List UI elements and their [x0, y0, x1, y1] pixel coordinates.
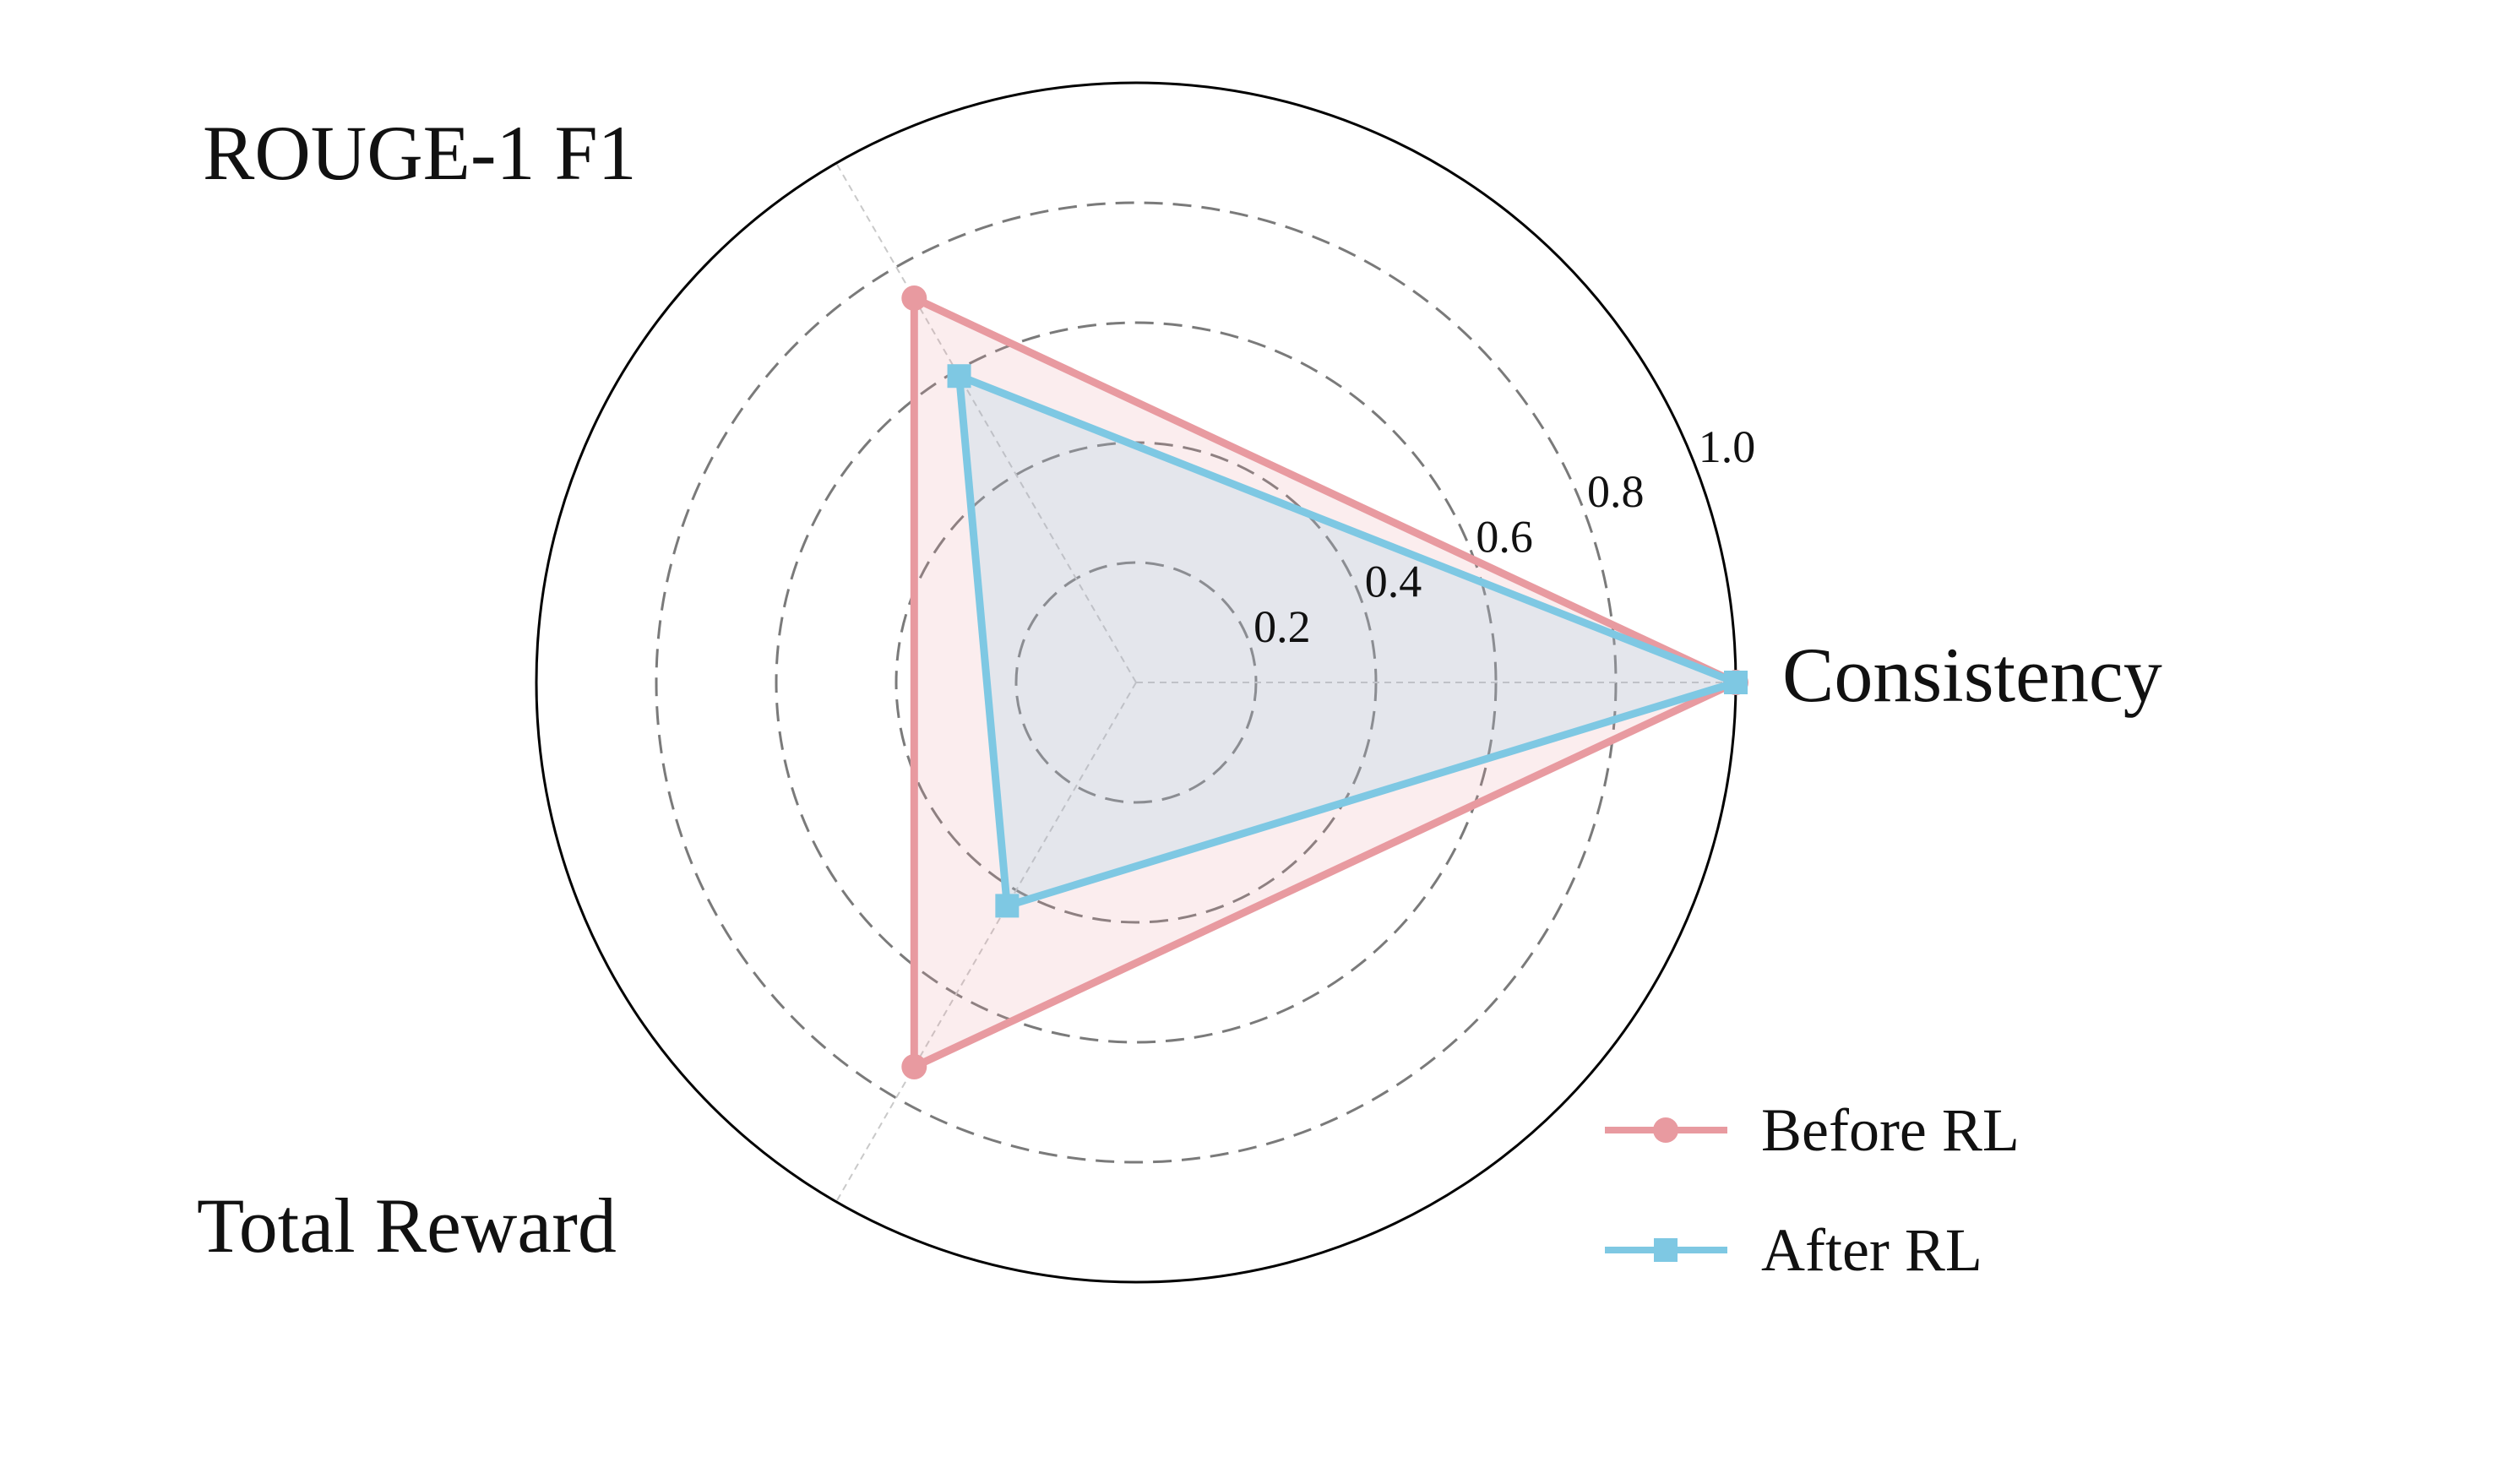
data-point-before-rl: [901, 1054, 927, 1080]
legend-marker-circle: [1653, 1117, 1678, 1143]
radial-tick-label: 0.2: [1253, 601, 1311, 652]
legend-marker-square: [1654, 1238, 1678, 1262]
series-line-before-rl: [910, 291, 1745, 1074]
legend: Before RL After RL: [1605, 1096, 2020, 1284]
radial-tick-label: 1.0: [1699, 421, 1756, 472]
spoke-line: [835, 162, 1137, 683]
axis-label-rouge-1-f1: ROUGE-1 F1: [203, 110, 637, 196]
legend-item-before-rl: Before RL: [1605, 1096, 2020, 1164]
data-point-before-rl: [901, 285, 927, 311]
radial-tick-label: 0.8: [1587, 466, 1645, 517]
radial-tick-label: 0.4: [1365, 557, 1422, 607]
axis-label-total-reward: Total Reward: [197, 1182, 617, 1269]
legend-item-after-rl: After RL: [1605, 1216, 1982, 1284]
radial-tick-labels: 0.2 0.4 0.6 0.8 1.0: [1253, 421, 1755, 652]
data-point-after-rl: [1724, 671, 1748, 694]
series-fill-after-rl: [959, 376, 1736, 906]
series-layer: [901, 285, 1748, 1080]
legend-label-before-rl: Before RL: [1761, 1096, 2020, 1164]
series-line-after-rl: [954, 370, 1748, 911]
legend-label-after-rl: After RL: [1761, 1216, 1982, 1284]
radial-tick-label: 0.6: [1476, 511, 1533, 562]
spoke-line: [835, 682, 1137, 1203]
data-point-after-rl: [947, 364, 971, 389]
axis-label-consistency: Consistency: [1782, 632, 2162, 718]
data-point-after-rl: [995, 894, 1020, 918]
